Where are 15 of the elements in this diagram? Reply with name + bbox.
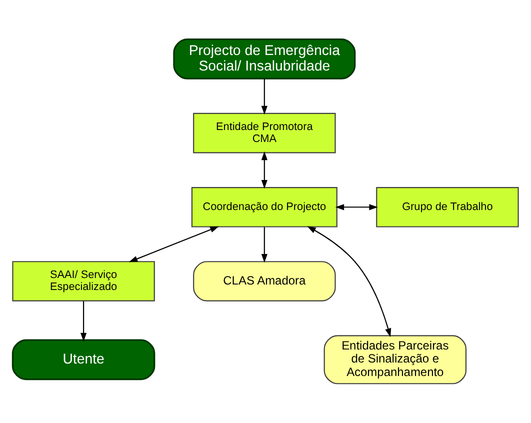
- node-box: Entidades Parceiras de Sinalização e Acompanhamento: [324, 335, 467, 384]
- arrow: [128, 226, 219, 262]
- arrow: [261, 78, 268, 115]
- arrow: [261, 151, 268, 189]
- node-box: SAAI/ Serviço Especializado: [12, 261, 155, 302]
- node-box: Coordenação do Projecto: [191, 186, 338, 228]
- node-box: Projecto de Emergência Social/ Insalubridade: [173, 38, 356, 80]
- arrow: [261, 227, 268, 263]
- node-box: Grupo de Trabalho: [376, 186, 519, 228]
- arrow: [335, 204, 378, 210]
- node-box: Entidade Promotora CMA: [193, 112, 336, 154]
- arrow: [307, 226, 392, 338]
- arrow: [80, 301, 87, 342]
- node-box: CLAS Amadora: [193, 261, 336, 302]
- node-box: Utente: [12, 339, 156, 380]
